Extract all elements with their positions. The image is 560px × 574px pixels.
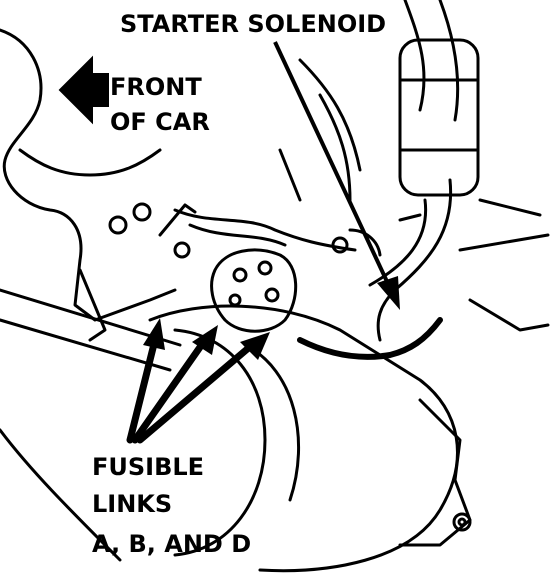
engine-bracket-outline xyxy=(78,268,107,342)
fusible-link-arrowhead-d xyxy=(240,332,270,360)
fusible-link-arrow-b xyxy=(131,336,209,444)
mounting-bolt-inner xyxy=(457,517,467,527)
engine-block-outline xyxy=(0,28,177,322)
hose-outline xyxy=(403,0,460,122)
engine-block-inner-outline xyxy=(18,148,162,177)
fusible-link-arrow-d xyxy=(136,341,256,444)
cylinder-component xyxy=(398,38,480,197)
solenoid-terminal-cluster xyxy=(210,248,298,333)
terminal-stud-1 xyxy=(108,215,128,235)
fusible-link-arrowhead-a xyxy=(143,318,165,350)
wiring-harness xyxy=(368,178,453,342)
starter-solenoid-leader xyxy=(273,41,392,289)
fusible-links-label-line2: LINKS xyxy=(92,490,172,518)
starter-motor-end-cap xyxy=(173,328,301,557)
solenoid-terminal-2 xyxy=(257,260,273,276)
front-of-car-label-line2: OF CAR xyxy=(110,108,210,136)
wire-upper xyxy=(173,208,357,252)
starter-solenoid-arrowhead xyxy=(377,276,400,310)
solenoid-terminal-4 xyxy=(228,293,242,307)
solenoid-terminal-1 xyxy=(232,267,248,283)
front-of-car-label-line1: FRONT xyxy=(110,73,202,101)
fusible-link-arrow-a xyxy=(126,336,159,444)
arrow-left-icon xyxy=(58,55,109,125)
starter-motor-body xyxy=(148,304,459,573)
engine-detail-outline xyxy=(278,148,422,257)
terminal-stud-2 xyxy=(132,202,152,222)
solenoid-terminal-3 xyxy=(264,287,280,303)
harness-bundle xyxy=(297,317,443,360)
starter-motor-mounting xyxy=(398,398,472,547)
starter-solenoid-label: STARTER SOLENOID xyxy=(120,10,386,38)
right-engine-outline xyxy=(298,58,550,332)
mounting-bolt xyxy=(452,512,472,532)
fusible-links-label-line1: FUSIBLE xyxy=(92,453,204,481)
terminal-bracket xyxy=(158,203,197,237)
terminal-stud-3 xyxy=(173,241,191,259)
fusible-link-arrowhead-b xyxy=(192,325,218,355)
bracket-bolt xyxy=(331,236,349,254)
fusible-links-label-line3: A, B, AND D xyxy=(92,530,251,558)
